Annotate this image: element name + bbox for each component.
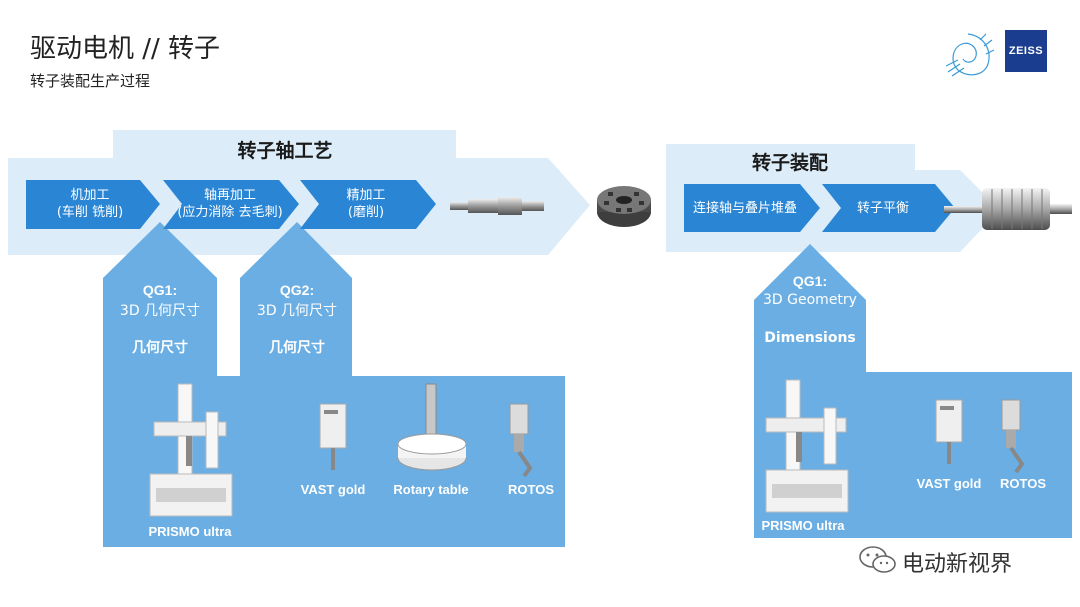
device-label-prismo: PRISMO ultra xyxy=(148,524,232,539)
device-label-rotos: ROTOS xyxy=(508,482,554,497)
step-finishing-detail: (磨削) xyxy=(347,205,385,220)
shaft-process-label: 转子轴工艺 xyxy=(237,140,333,162)
step-balancing-title: 转子平衡 xyxy=(856,200,909,216)
logo-text: ZEISS xyxy=(1008,45,1044,57)
assembly-qg1-subtitle: 3D Geometry xyxy=(763,292,857,308)
shaft-icon xyxy=(450,197,544,215)
step-reprocessing-detail: (应力消除 去毛刺) xyxy=(177,205,283,220)
step-arrow-5 xyxy=(822,184,955,232)
zeiss-spiral-logo-icon xyxy=(945,33,995,77)
step-arrow-3 xyxy=(300,180,436,229)
device-label-rotary: Rotary table xyxy=(393,482,469,497)
step-joining-title: 连接轴与叠片堆叠 xyxy=(692,200,797,216)
qg2-subtitle: 3D 几何尺寸 xyxy=(256,303,338,319)
step-reprocessing: 轴再加工 (应力消除 去毛刺) xyxy=(170,184,290,224)
qg1-subtitle: 3D 几何尺寸 xyxy=(119,303,201,319)
device-label-vast: VAST gold xyxy=(300,482,366,497)
step-reprocessing-title: 轴再加工 xyxy=(203,188,256,203)
assembly-qg1-dimensions: Dimensions xyxy=(764,330,856,346)
page-title: 驱动电机 // 转子 xyxy=(30,34,221,64)
qg2-title: QG2: xyxy=(279,282,315,298)
probe-icon xyxy=(1001,399,1025,474)
device-label-rotos-right: ROTOS xyxy=(1000,476,1046,491)
step-arrow-4 xyxy=(684,184,820,232)
qg1-title: QG1: xyxy=(142,282,178,298)
step-joining: 连接轴与叠片堆叠 xyxy=(686,188,804,228)
watermark-text: 电动新视界 xyxy=(902,552,1013,577)
zeiss-logo-icon: ZEISS xyxy=(1005,30,1047,72)
step-machining-detail: (车削 铣削) xyxy=(56,205,124,220)
step-finishing-title: 精加工 xyxy=(346,188,386,203)
wechat-icon xyxy=(859,546,896,573)
assembly-process-label: 转子装配 xyxy=(751,152,828,174)
qg2-dimensions: 几何尺寸 xyxy=(269,340,325,356)
assembly-qg1-title: QG1: xyxy=(792,273,828,289)
shaft-process-band xyxy=(8,130,590,255)
step-balancing: 转子平衡 xyxy=(828,188,938,228)
step-machining: 机加工 (车削 铣削) xyxy=(30,184,150,224)
step-finishing: 精加工 (磨削) xyxy=(306,184,426,224)
cmm-machine-icon xyxy=(149,383,233,517)
step-arrow-2 xyxy=(163,180,299,229)
page-subtitle: 转子装配生产过程 xyxy=(30,72,151,90)
rotor-icon xyxy=(944,188,1072,230)
device-label-vast-right: VAST gold xyxy=(916,476,982,491)
probe-icon xyxy=(935,399,963,464)
probe-icon xyxy=(319,403,347,470)
probe-icon xyxy=(509,403,533,478)
step-arrow-1 xyxy=(26,180,160,229)
cmm-machine-icon xyxy=(765,379,849,513)
rotary-table-icon xyxy=(397,383,467,471)
device-label-prismo-right: PRISMO ultra xyxy=(761,518,845,533)
step-machining-title: 机加工 xyxy=(70,188,110,203)
lamination-stack-icon xyxy=(597,186,651,227)
qg1-dimensions: 几何尺寸 xyxy=(132,340,188,356)
